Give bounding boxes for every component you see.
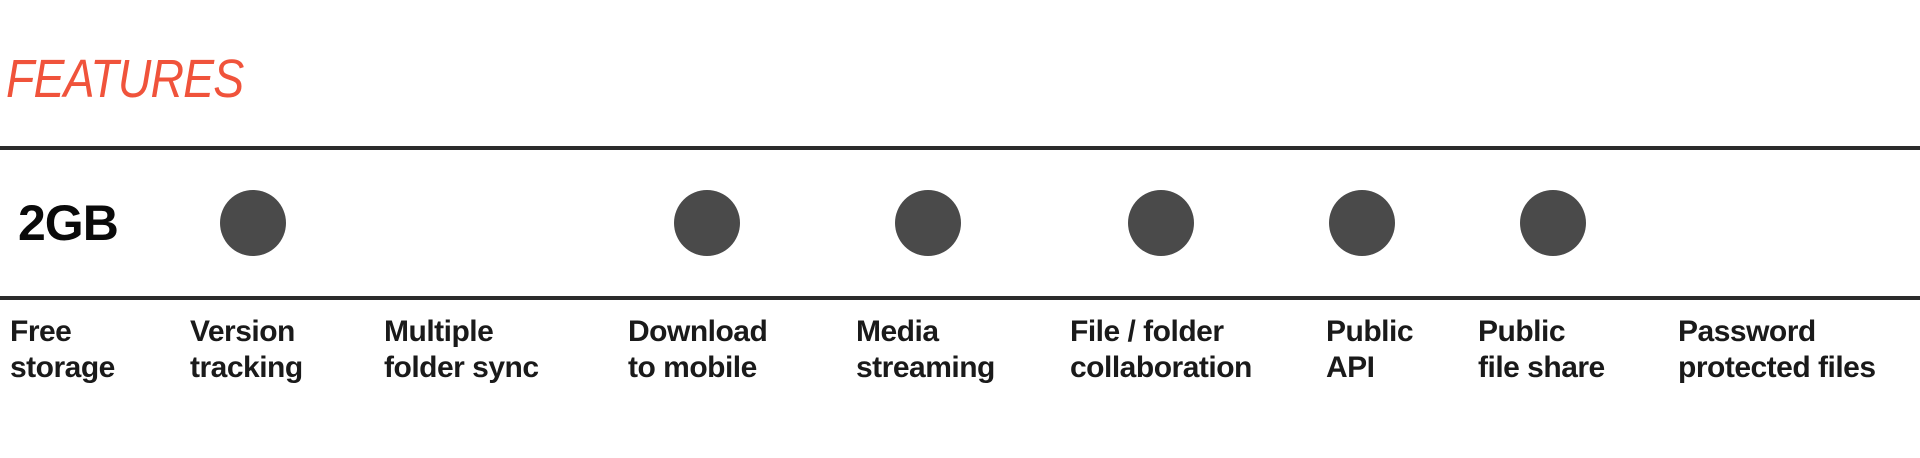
bottom-divider xyxy=(0,296,1920,300)
feature-label-line1: Password xyxy=(1678,315,1816,348)
features-heading: FEATURES xyxy=(6,49,244,109)
feature-label-line2: storage xyxy=(10,351,115,384)
feature-label-line1: File / folder xyxy=(1070,315,1224,348)
feature-label-line1: Download xyxy=(628,315,768,348)
download-to-mobile-included-icon xyxy=(674,190,740,256)
feature-label-multiple-folder-sync: Multiple folder sync xyxy=(384,314,539,386)
feature-label-media-streaming: Media streaming xyxy=(856,314,995,386)
feature-label-version-tracking: Version tracking xyxy=(190,314,303,386)
feature-label-line2: folder sync xyxy=(384,351,539,384)
top-divider xyxy=(0,146,1920,150)
feature-label-line2: file share xyxy=(1478,351,1605,384)
feature-label-line2: streaming xyxy=(856,351,995,384)
media-streaming-cell xyxy=(895,150,961,296)
version-tracking-cell xyxy=(220,150,286,296)
feature-label-file-folder-collaboration: File / folder collaboration xyxy=(1070,314,1252,386)
free-storage-value: 2GB xyxy=(18,195,119,251)
file-folder-collaboration-included-icon xyxy=(1128,190,1194,256)
feature-label-download-to-mobile: Download to mobile xyxy=(628,314,768,386)
feature-label-line2: API xyxy=(1326,351,1375,384)
feature-label-line2: protected files xyxy=(1678,351,1876,384)
feature-label-public-file-share: Public file share xyxy=(1478,314,1605,386)
feature-label-line2: tracking xyxy=(190,351,303,384)
public-api-included-icon xyxy=(1329,190,1395,256)
free-storage-value-cell: 2GB xyxy=(10,150,119,296)
feature-label-line1: Multiple xyxy=(384,315,494,348)
file-folder-collaboration-cell xyxy=(1128,150,1194,296)
feature-label-line1: Public xyxy=(1478,315,1566,348)
public-api-cell xyxy=(1329,150,1395,296)
public-file-share-included-icon xyxy=(1520,190,1586,256)
version-tracking-included-icon xyxy=(220,190,286,256)
feature-values-row: 2GB xyxy=(0,150,1920,296)
feature-label-line1: Version xyxy=(190,315,295,348)
feature-label-line2: collaboration xyxy=(1070,351,1252,384)
feature-label-line1: Public xyxy=(1326,315,1414,348)
media-streaming-included-icon xyxy=(895,190,961,256)
feature-label-line2: to mobile xyxy=(628,351,757,384)
feature-label-line1: Free xyxy=(10,315,72,348)
feature-label-password-protected-files: Password protected files xyxy=(1678,314,1876,386)
public-file-share-cell xyxy=(1520,150,1586,296)
feature-label-line1: Media xyxy=(856,315,939,348)
feature-label-free-storage: Free storage xyxy=(10,314,115,386)
feature-labels-row: Free storage Version tracking Multiple f… xyxy=(0,314,1920,404)
feature-label-public-api: Public API xyxy=(1326,314,1414,386)
download-to-mobile-cell xyxy=(674,150,740,296)
